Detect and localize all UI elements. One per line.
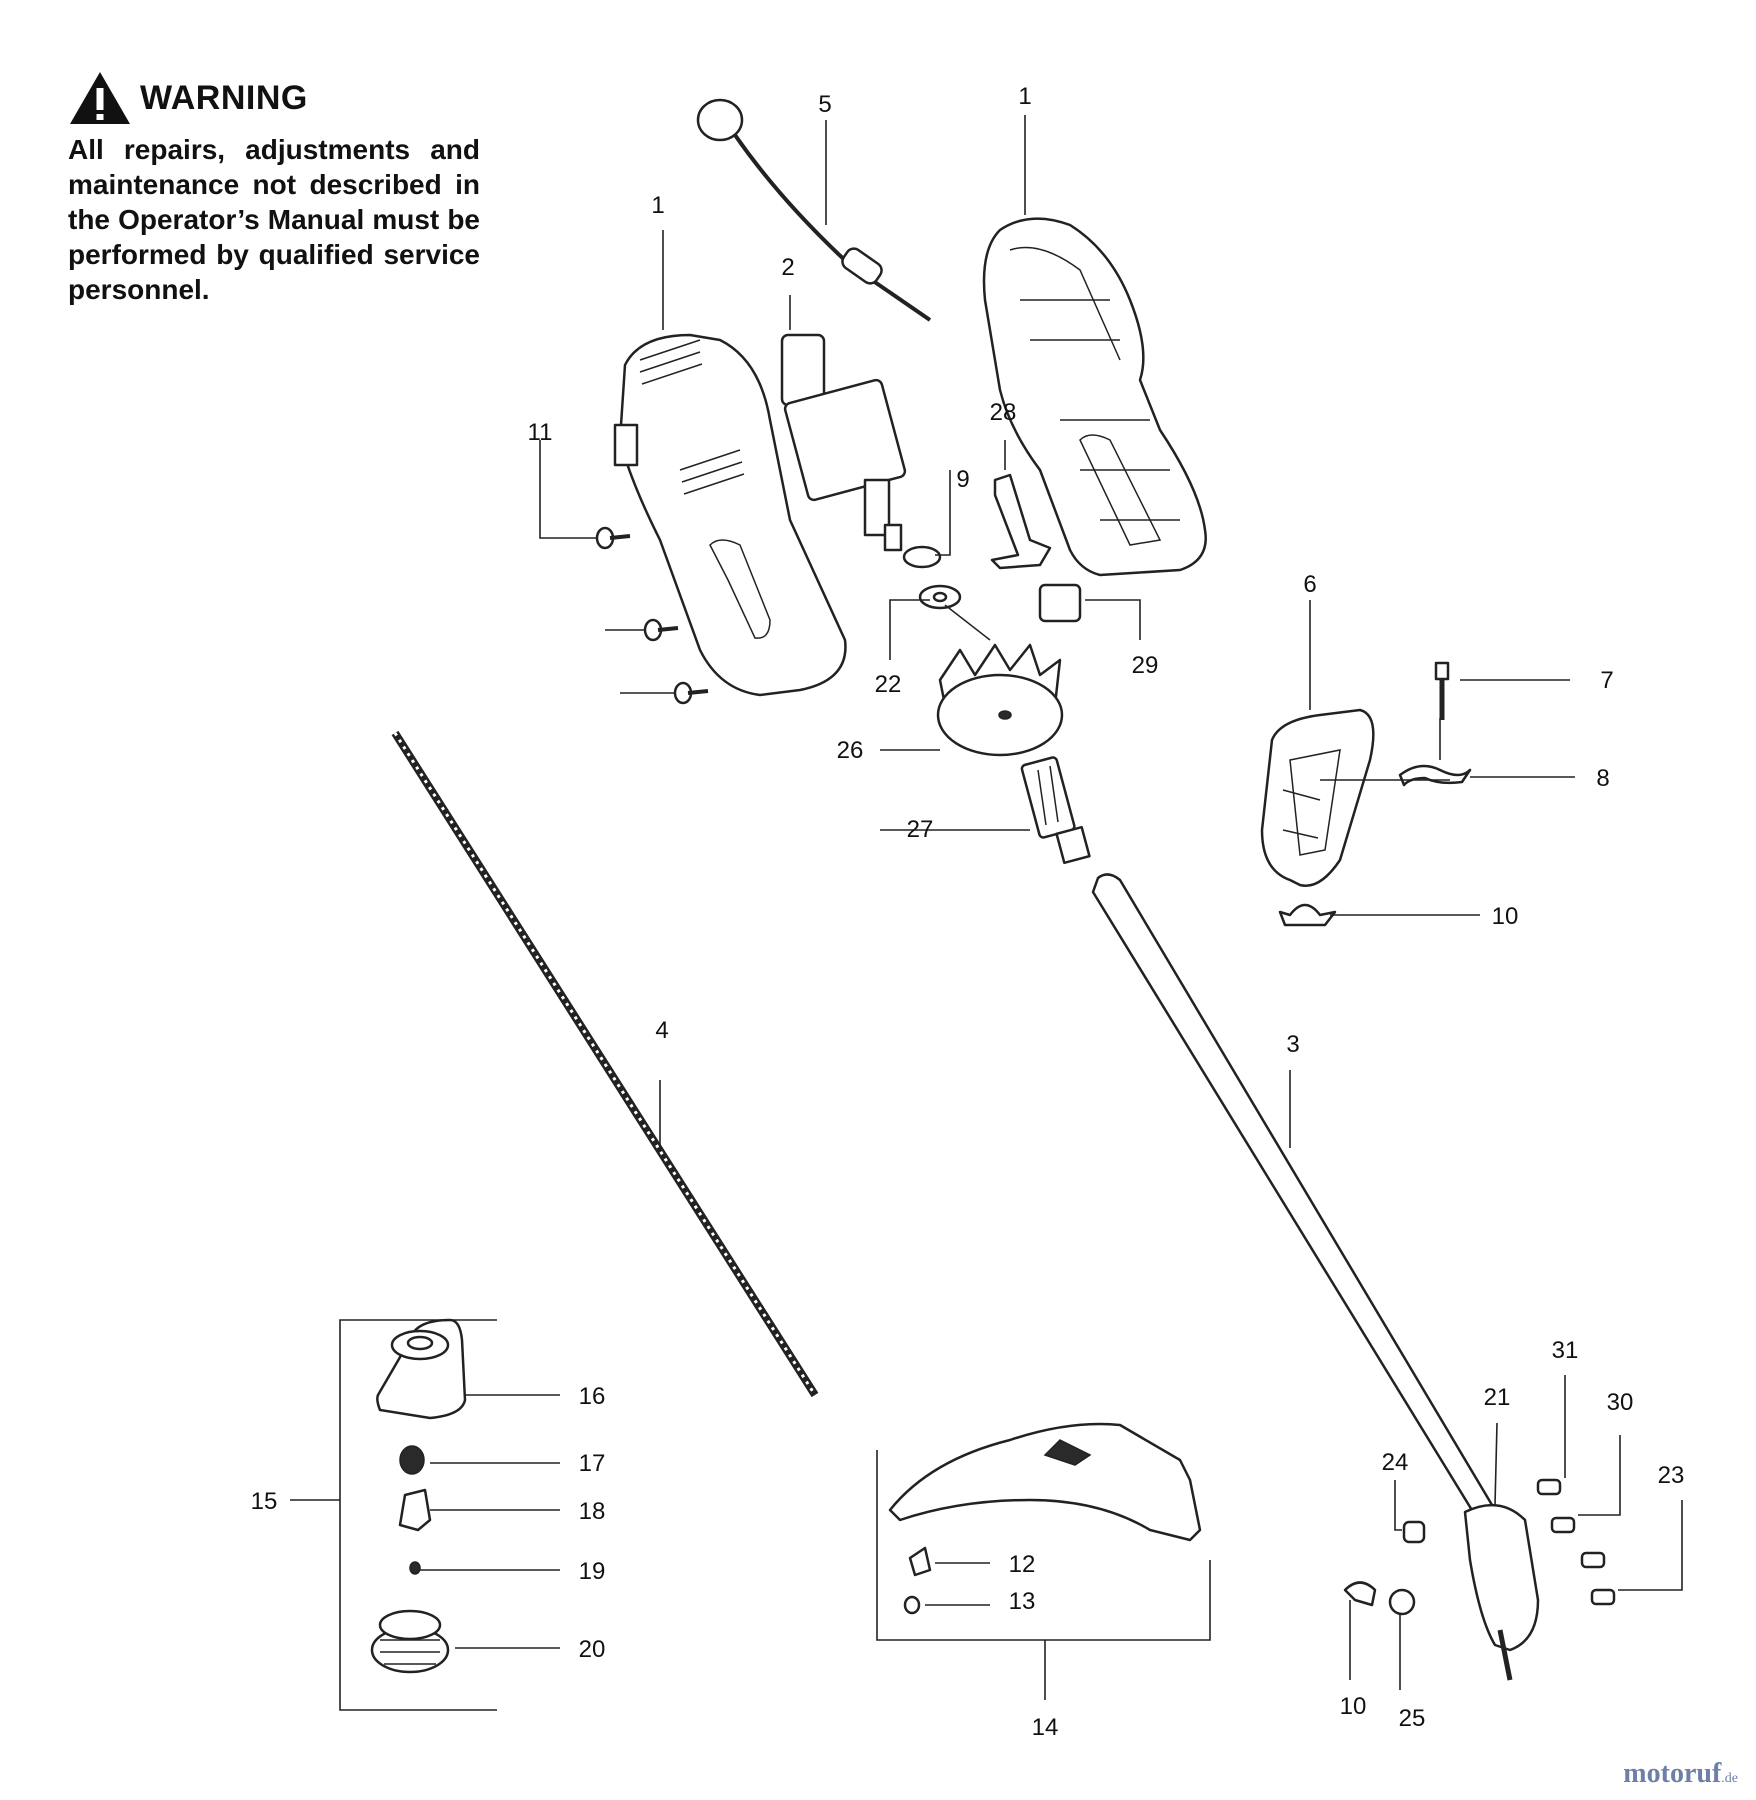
- watermark-brand: motoruf: [1623, 1758, 1722, 1789]
- part-label: 22: [875, 671, 902, 698]
- part-label: 9: [956, 466, 969, 493]
- part-label: 5: [818, 91, 831, 118]
- part-label: 28: [990, 399, 1017, 426]
- warning-triangle-icon: [70, 72, 130, 124]
- trimmer-head-drawing: [370, 1318, 467, 1674]
- part-label: 8: [1596, 765, 1609, 792]
- part-label: 12: [1009, 1551, 1036, 1578]
- part-label: 29: [1132, 652, 1159, 679]
- warning-block: WARNING All repairs, adjustments and mai…: [68, 66, 480, 307]
- part-label: 19: [579, 1558, 606, 1585]
- part-label: 25: [1399, 1705, 1426, 1732]
- part-label: 20: [579, 1636, 606, 1663]
- watermark-logo: motoruf.de: [1623, 1758, 1738, 1790]
- part-label: 30: [1607, 1389, 1634, 1416]
- part-label: 14: [1032, 1714, 1059, 1741]
- part-labels: 1 1 2 3 4 5 6 7 8 9 10 10 11 12 13 14 15…: [251, 83, 1685, 1741]
- part-label: 11: [528, 419, 553, 446]
- part-label: 6: [1303, 571, 1316, 598]
- bracket-switch-drawing: [990, 473, 1082, 623]
- part-label: 4: [655, 1017, 668, 1044]
- part-label: 27: [907, 816, 934, 843]
- handle-hardware-drawing: [1278, 661, 1472, 927]
- drive-shaft-drawing: [391, 730, 819, 1398]
- lower-hardware-drawing: [1343, 1478, 1616, 1616]
- warning-title: WARNING: [140, 78, 308, 117]
- part-label: 24: [1382, 1449, 1409, 1476]
- part-label: 10: [1340, 1693, 1367, 1720]
- part-label: 21: [1484, 1384, 1511, 1411]
- group-brackets: [290, 1319, 1211, 1711]
- part-label: 18: [579, 1498, 606, 1525]
- warning-header: WARNING: [68, 66, 480, 130]
- warning-text: All repairs, adjustments and maintenance…: [68, 134, 480, 305]
- shaft-tube-drawing: [1091, 873, 1497, 1522]
- part-label: 15: [251, 1488, 278, 1515]
- right-housing-drawing: [982, 217, 1207, 577]
- part-label: 31: [1552, 1337, 1579, 1364]
- guard-drawing: [888, 1422, 1202, 1615]
- left-housing-drawing: [613, 333, 847, 697]
- d-handle-drawing: [1260, 708, 1375, 887]
- power-cord-drawing: [696, 98, 932, 322]
- part-label: 23: [1658, 1462, 1685, 1489]
- part-label: 13: [1009, 1588, 1036, 1615]
- part-label: 2: [781, 254, 794, 281]
- motor-drawing: [780, 333, 907, 552]
- part-label: 1: [1018, 83, 1031, 110]
- watermark-suffix: .de: [1721, 1771, 1738, 1786]
- part-label: 26: [837, 737, 864, 764]
- part-label: 16: [579, 1383, 606, 1410]
- lower-housing-drawing: [1463, 1503, 1540, 1681]
- part-label: 7: [1600, 667, 1613, 694]
- part-label: 10: [1492, 903, 1519, 930]
- drive-parts-drawing: [902, 545, 1091, 865]
- part-label: 17: [579, 1450, 606, 1477]
- part-label: 1: [651, 192, 664, 219]
- part-label: 3: [1286, 1031, 1299, 1058]
- leader-lines: [420, 115, 1683, 1690]
